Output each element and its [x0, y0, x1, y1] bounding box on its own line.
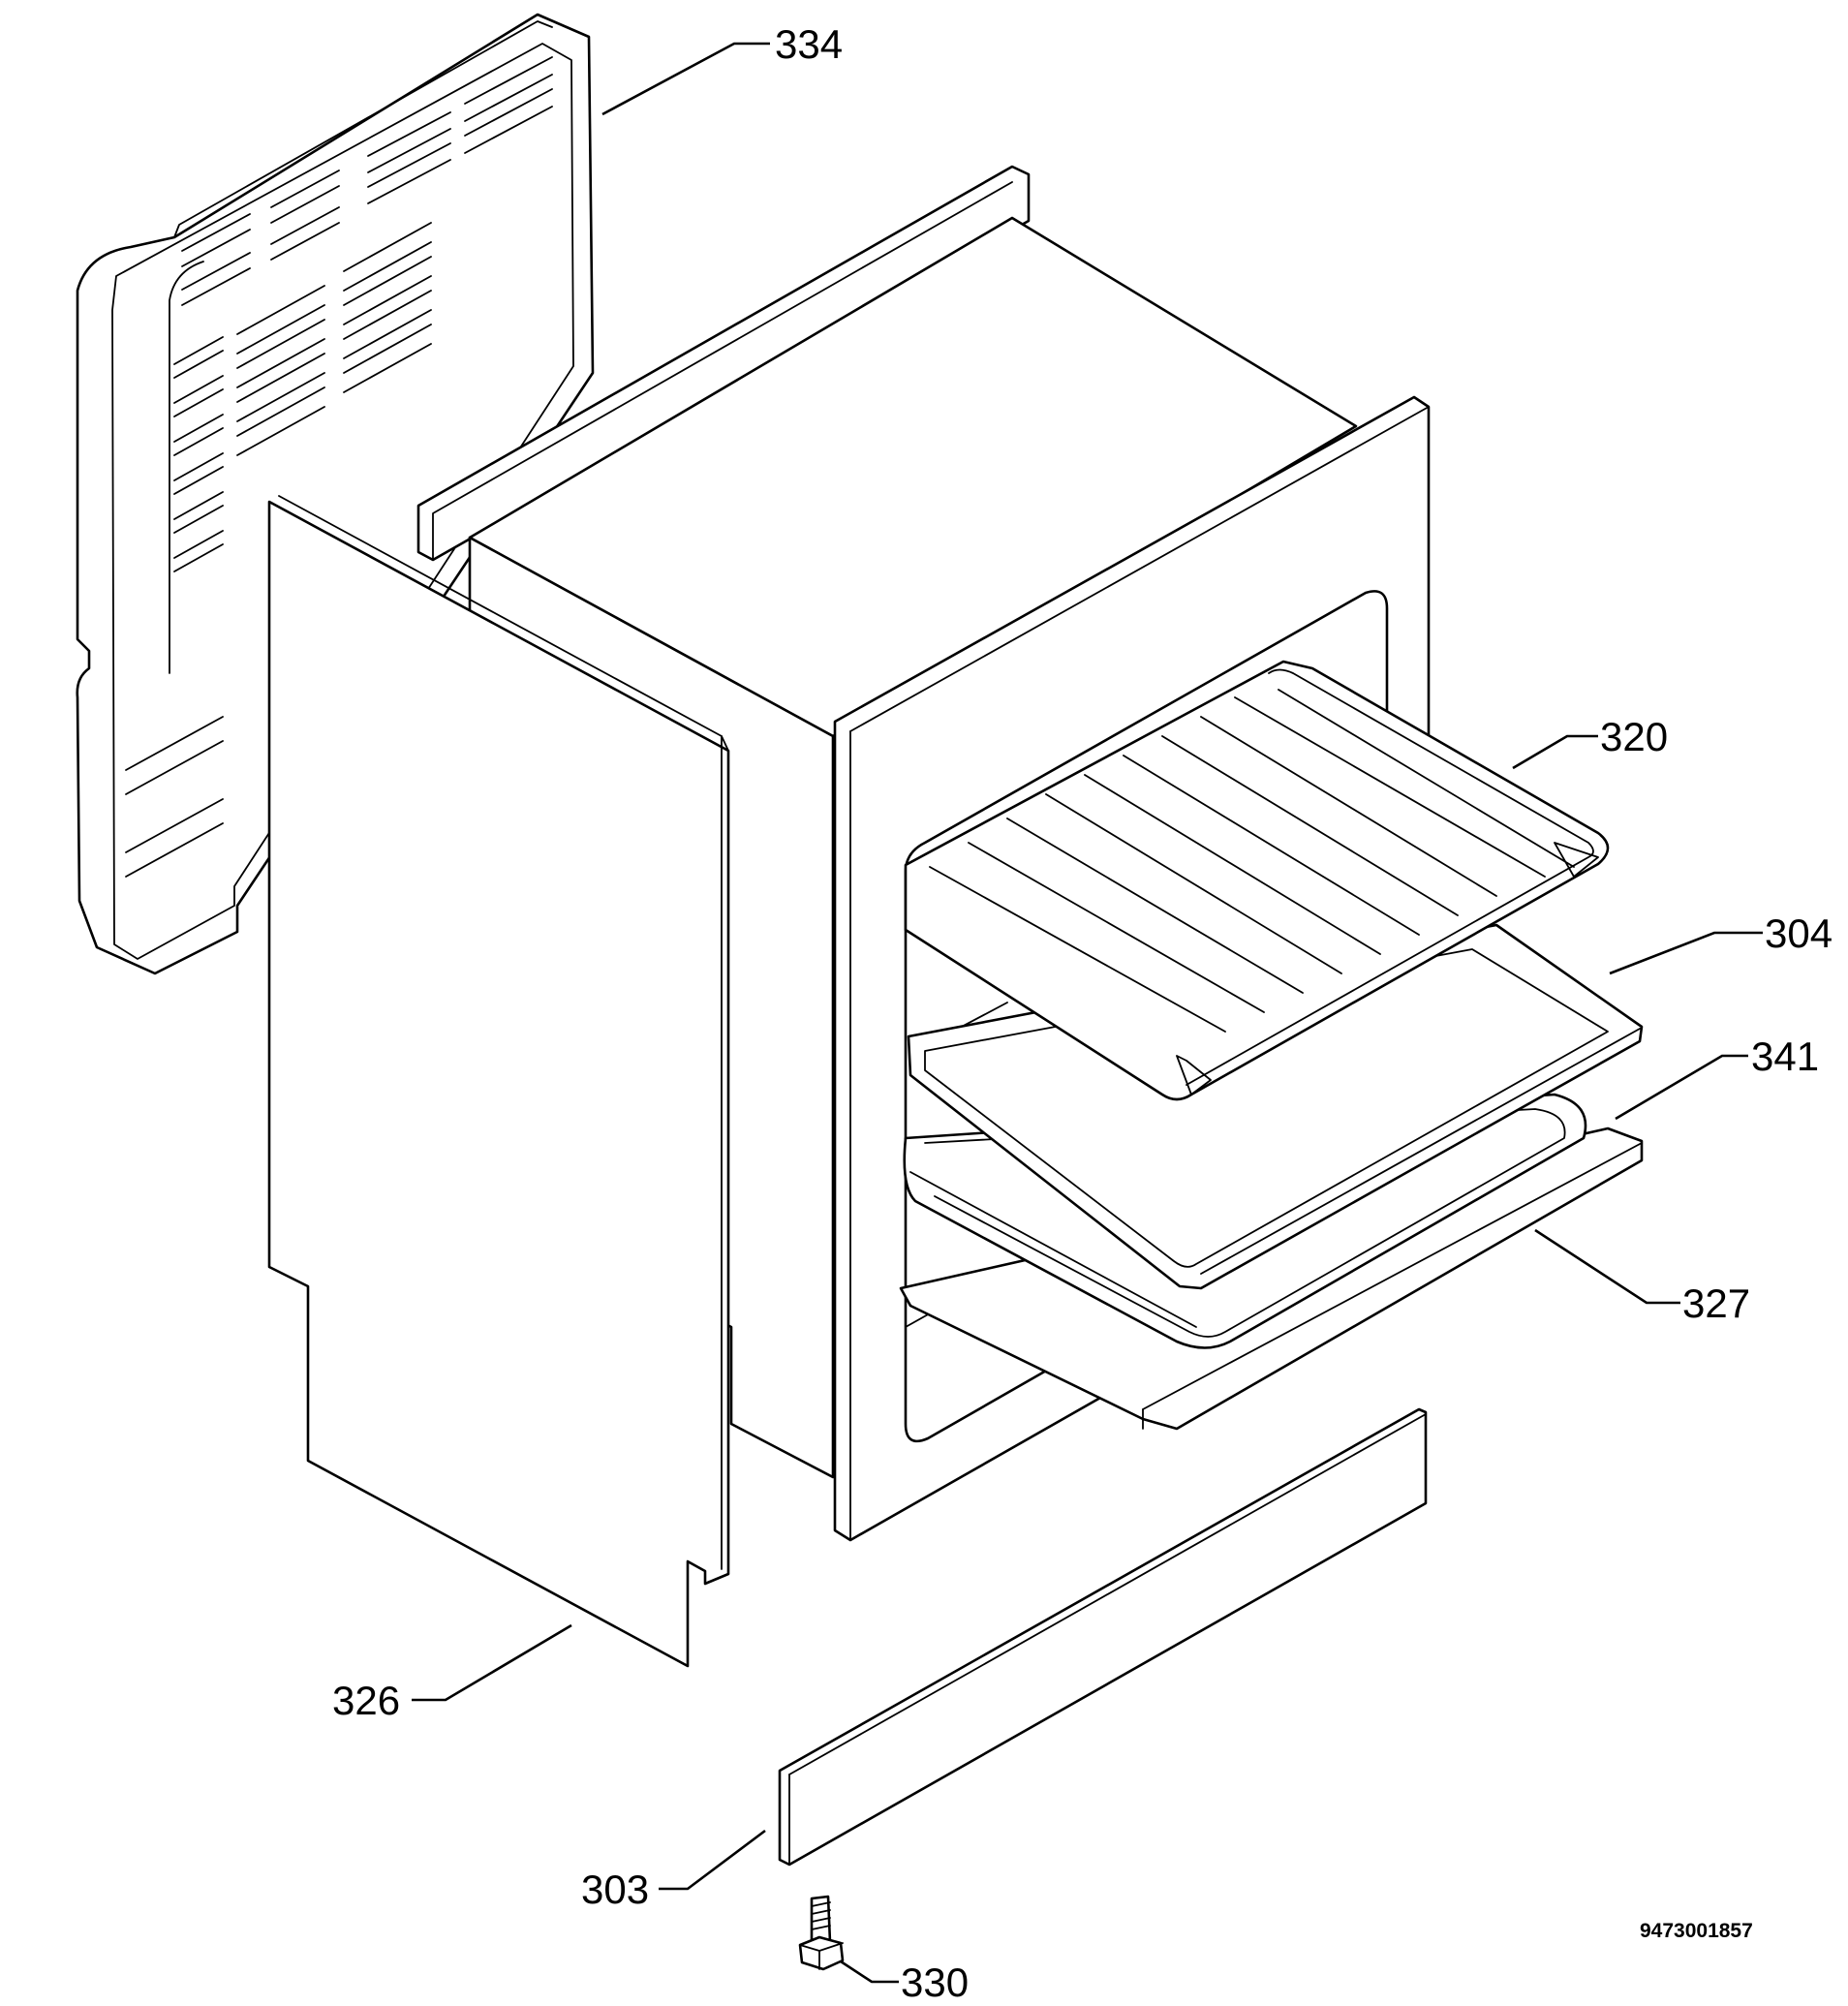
callout-327: 327	[1682, 1281, 1750, 1326]
callout-341: 341	[1751, 1034, 1819, 1079]
back-panel-334	[76, 13, 595, 975]
callout-334: 334	[775, 21, 843, 67]
back-panel-vents	[125, 56, 553, 878]
wire-rack-320	[904, 660, 1610, 1101]
callout-304: 304	[1765, 910, 1833, 956]
callout-326: 326	[332, 1678, 400, 1723]
side-panel-326	[267, 495, 730, 1668]
leader-lines	[412, 42, 1763, 1984]
drawing-code: 9473001857	[1640, 1920, 1753, 1942]
callout-303: 303	[581, 1867, 649, 1912]
callout-330: 330	[901, 1960, 969, 2005]
callout-labels: 334 320 304 341 327 326 303 330 94730018…	[332, 21, 1833, 2005]
callout-320: 320	[1600, 714, 1668, 759]
screw-330	[798, 1895, 845, 1971]
plinth-strip-303	[778, 1407, 1428, 1867]
